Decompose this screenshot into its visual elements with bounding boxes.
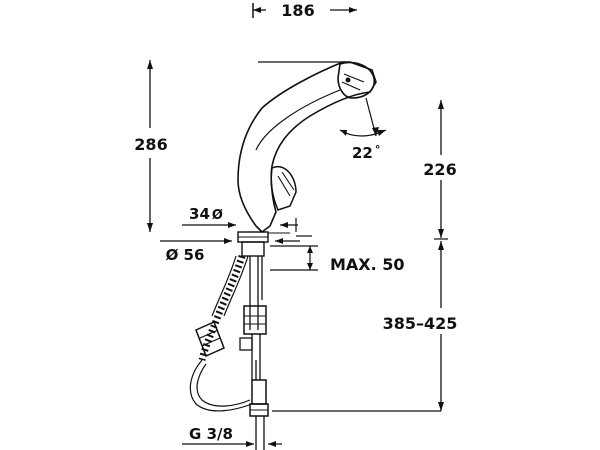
install-depth-label: 385–425 — [383, 314, 458, 333]
mounting-base — [237, 231, 312, 257]
height-label: 286 — [134, 135, 167, 154]
faucet-body — [237, 61, 377, 234]
install-depth-dimension: 385–425 — [383, 241, 458, 411]
connection-thread-label: G 3/8 — [189, 425, 233, 443]
connection-thread-dimension: G 3/8 — [182, 425, 282, 447]
width-dimension: 186 — [252, 1, 357, 20]
height-dimension: 286 — [134, 60, 168, 232]
spout-height-dimension: 226 — [423, 100, 457, 240]
max-thickness-label: MAX. 50 — [330, 255, 405, 274]
angle-label: 22° — [352, 143, 380, 162]
width-label: 186 — [281, 1, 314, 20]
pull-out-hose — [189, 254, 253, 412]
max-thickness-dimension: MAX. 50 — [270, 245, 405, 274]
spray-angle-indicator: 22° — [339, 97, 387, 162]
supply-pipes — [239, 256, 269, 450]
base-diameter-label: Ø 56 — [166, 246, 205, 264]
spout-height-label: 226 — [423, 160, 456, 179]
base-diameter-dimension: Ø 56 — [160, 238, 300, 264]
